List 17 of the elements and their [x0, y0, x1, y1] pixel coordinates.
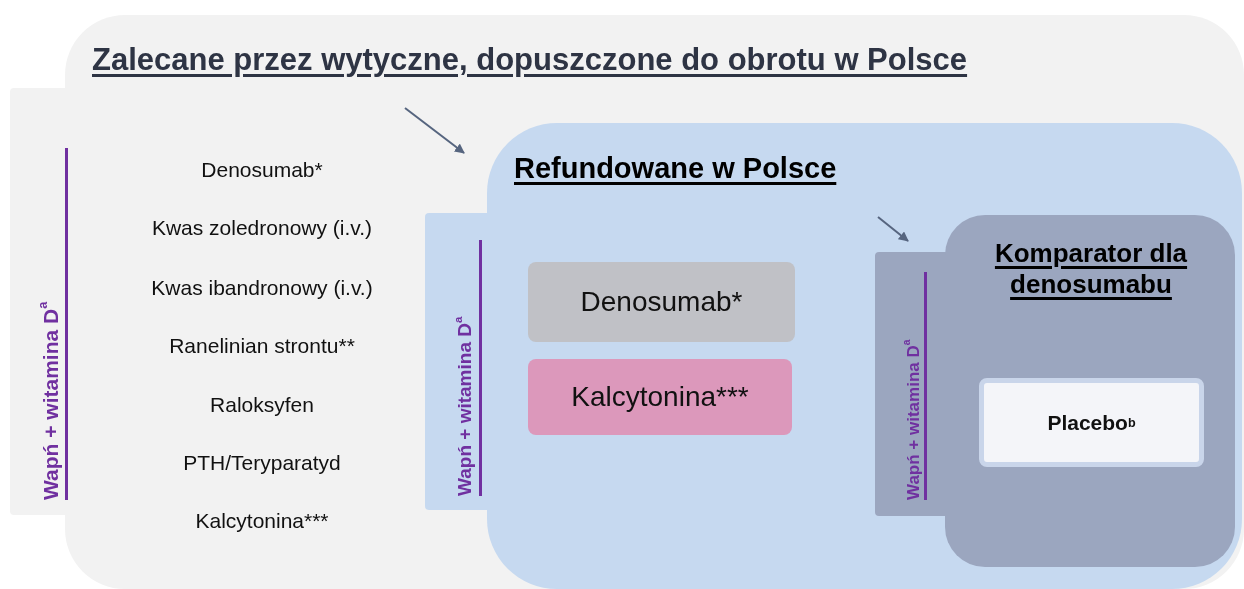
drug-name: Denosumab*	[200, 158, 324, 183]
panel-heading: Komparator dla denosumabu	[993, 238, 1189, 301]
arrow	[877, 216, 909, 242]
drug-name: PTH/Teryparatyd	[182, 451, 342, 476]
arrow	[404, 107, 465, 154]
drug-name: Kalcytonina***	[194, 509, 330, 534]
category-panel	[425, 123, 1242, 589]
drug-box: Kalcytonina***	[528, 359, 792, 435]
drug-name: Raloksyfen	[209, 393, 315, 418]
drug-name: Kwas zoledronowy (i.v.)	[150, 216, 374, 241]
drug-name: Ranelinian strontu**	[168, 334, 356, 359]
panel-heading: Zalecane przez wytyczne, dopuszczone do obrotu w Polsce	[92, 42, 968, 79]
drug-box: Denosumab*	[528, 262, 795, 342]
drug-name: Kwas ibandronowy (i.v.)	[150, 276, 374, 301]
panel-heading: Refundowane w Polsce	[514, 152, 837, 186]
category-panel	[10, 15, 1244, 589]
category-panel	[875, 215, 1235, 567]
